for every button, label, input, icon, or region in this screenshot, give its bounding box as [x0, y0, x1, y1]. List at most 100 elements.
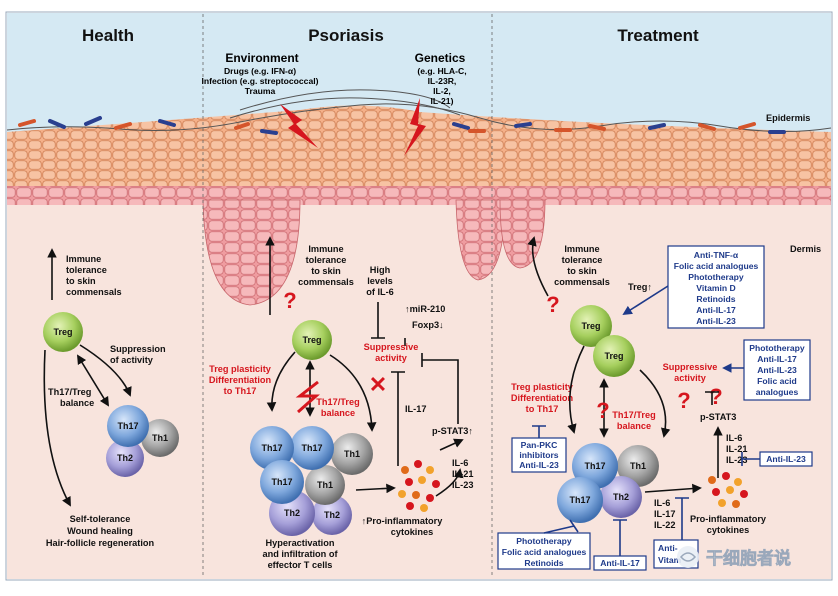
cytokine-line: IL-21: [726, 444, 747, 454]
partial-line: Anti-: [658, 543, 678, 553]
pso-treg-cell: Treg: [292, 320, 332, 360]
arrow-treat-up: [527, 236, 549, 297]
th17-label: Th17: [117, 421, 138, 431]
treat-balance: Th17/Treg balance: [612, 410, 655, 431]
hyper-line: Hyperactivation: [266, 538, 335, 548]
box2-line: analogues: [756, 387, 799, 397]
box2-lines: Phototherapy Anti-IL-17 Anti-IL-23 Folic…: [749, 343, 805, 397]
treat-tolerance-line: Immune: [564, 244, 599, 254]
treg-up-label: Treg↑: [628, 282, 652, 292]
treg-cell: Treg: [43, 312, 83, 352]
pkc-line: Anti-IL-23: [519, 460, 559, 470]
pso-cytokines-list: IL-6 IL-21 IL-23: [452, 458, 473, 490]
il17-label: IL-17: [405, 404, 426, 414]
treat-tolerance-line: tolerance: [562, 255, 603, 265]
treat-cytokine-dots: [708, 472, 748, 508]
plasticity-line: Treg plasticity: [511, 382, 574, 392]
suppressive-line: Suppressive: [663, 362, 718, 372]
box1-line: Folic acid analogues: [674, 261, 759, 271]
box1-lines: Anti-TNF-α Folic acid analogues Photothe…: [674, 250, 759, 326]
outcome-line: Self-tolerance: [70, 514, 131, 524]
panel-title-treatment: Treatment: [617, 26, 699, 45]
arrow-treat-plasticity: [567, 345, 585, 434]
box1-line: Retinoids: [696, 294, 735, 304]
question-mark-icon: ?: [677, 388, 690, 413]
suppression-line: of activity: [110, 355, 154, 365]
outer-border: [5, 11, 833, 581]
box1-line: Vitamin D: [696, 283, 735, 293]
arrow-suppression: [79, 344, 132, 397]
proinflam-line: Pro-inflammatory: [690, 514, 767, 524]
corneum-line: [229, 97, 461, 119]
mir210-label: ↑miR-210: [405, 304, 445, 314]
box2-line: Anti-IL-17: [757, 354, 797, 364]
plasticity-line: Differentiation: [511, 393, 574, 403]
wechat-icon: [680, 552, 696, 562]
health-effector-cells: Th1 Th2 Th17: [106, 405, 179, 477]
th1-label: Th1: [630, 461, 646, 471]
th1-label: Th1: [152, 433, 168, 443]
health-tolerance-line: tolerance: [66, 265, 107, 275]
il6-line: levels: [367, 276, 393, 286]
pso-tolerance-line: Immune: [308, 244, 343, 254]
inhibit-il6: [371, 302, 385, 339]
anti-il23-label: Anti-IL-23: [766, 454, 806, 464]
health-immune-tolerance: Immune tolerance to skin commensals: [66, 254, 122, 297]
health-suppression: Suppression of activity: [110, 344, 166, 365]
box2-line: Phototherapy: [749, 343, 805, 353]
th17-label: Th17: [301, 443, 322, 453]
basal-layer: [7, 186, 831, 205]
panel-title-health: Health: [82, 26, 134, 45]
pso-cytokine-dots: [398, 460, 440, 512]
cytokine-line: IL-6: [726, 433, 742, 443]
genetics-line: (e.g. HLA-C,: [417, 66, 466, 76]
th1-label: Th1: [344, 449, 360, 459]
treatment-box-1: [667, 245, 765, 329]
pso-tolerance-line: to skin: [311, 266, 341, 276]
treg-label: Treg: [604, 351, 623, 361]
balance-line: balance: [321, 408, 355, 418]
lightning-bolt-icon: [295, 380, 320, 414]
arrow-treat-suppress: [639, 369, 671, 438]
environment-line: Drugs (e.g. IFN-α): [224, 66, 296, 76]
treat-tolerance-line: to skin: [567, 266, 597, 276]
box2-line: Anti-IL-23: [757, 365, 797, 375]
arrow-pso-suppress: [329, 354, 377, 432]
plasticity-line: to Th17: [224, 386, 257, 396]
corneum-line: [239, 89, 451, 111]
inhibit-pkc: [532, 425, 546, 438]
arrow-health-down: [43, 349, 71, 507]
treg-label: Treg: [53, 327, 72, 337]
treat-tolerance-line: commensals: [554, 277, 610, 287]
treat-pstat3-label: p-STAT3: [700, 412, 736, 422]
panel-title-psoriasis: Psoriasis: [308, 26, 384, 45]
genetics-title: Genetics: [415, 51, 466, 65]
arrow-to-pstat3: [439, 438, 464, 451]
inhibit-pstat3: [421, 353, 459, 424]
environment-line: Infection (e.g. streptococcal): [202, 76, 319, 86]
proinflam-line: cytokines: [391, 527, 433, 537]
th17-label: Th17: [584, 461, 605, 471]
pso-hyperactivation: Hyperactivation and infiltration of effe…: [262, 538, 338, 570]
cytokine2-line: IL-22: [654, 520, 675, 530]
cytokine-line: IL-23: [452, 480, 473, 490]
th17-label: Th17: [569, 495, 590, 505]
genetics-line: IL-2,: [433, 86, 451, 96]
proinflam-line: cytokines: [707, 525, 749, 535]
proinflam-line: ↑Pro-inflammatory: [362, 516, 444, 526]
hyper-line: and infiltration of: [262, 549, 338, 559]
th17-label: Th17: [271, 477, 292, 487]
balance-line: Th17/Treg: [48, 387, 91, 397]
watermark-text: 干细胞者说: [706, 548, 791, 568]
treat-cytokines2: IL-6 IL-17 IL-22: [654, 498, 675, 530]
health-tolerance-line: commensals: [66, 287, 122, 297]
arrow-plasticity: [266, 351, 296, 412]
cytokine2-line: IL-17: [654, 509, 675, 519]
treat-treg-cells: Treg Treg: [570, 305, 635, 377]
pso-tolerance-line: tolerance: [306, 255, 347, 265]
genetics-lines: (e.g. HLA-C, IL-23R, IL-2, IL-21): [417, 66, 466, 106]
watermark: 干细胞者说: [677, 546, 791, 568]
pstat3-label: p-STAT3↑: [432, 426, 473, 436]
